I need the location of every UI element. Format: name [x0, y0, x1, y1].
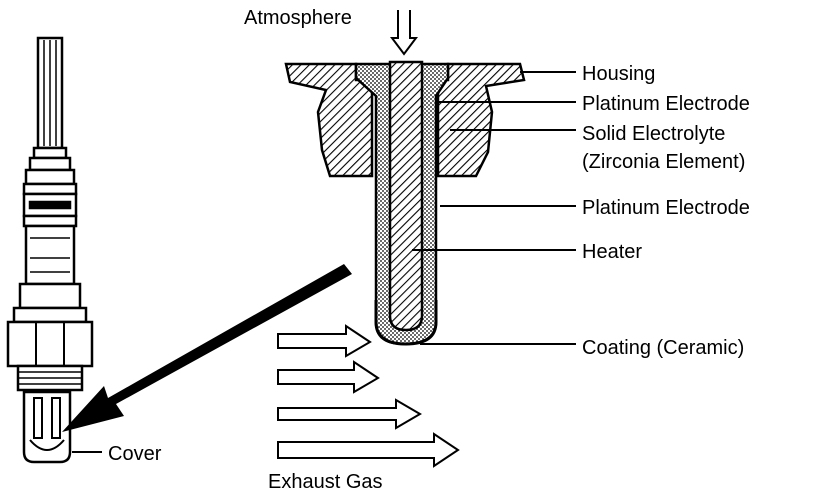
sensor-cover — [22, 390, 72, 464]
heater-label: Heater — [582, 241, 642, 263]
exhaust-gas-arrows — [277, 324, 460, 468]
exhaust-arrow-2 — [277, 360, 380, 394]
exhaust-gas-label: Exhaust Gas — [268, 471, 383, 493]
exhaust-arrow-4 — [277, 432, 460, 468]
solid-electrolyte-label: Solid Electrolyte — [582, 123, 725, 145]
housing-label: Housing — [582, 63, 655, 85]
exhaust-arrow-3 — [277, 398, 422, 430]
platinum-electrode-1-label: Platinum Electrode — [582, 93, 750, 115]
oxygen-sensor-body — [6, 36, 94, 464]
platinum-electrode-2-label: Platinum Electrode — [582, 197, 750, 219]
zirconia-element-label: (Zirconia Element) — [582, 151, 745, 173]
cover-label: Cover — [108, 443, 162, 465]
callout-arrow — [62, 264, 352, 432]
atmosphere-label: Atmosphere — [244, 7, 352, 29]
coating-label: Coating (Ceramic) — [582, 337, 744, 359]
atmosphere-arrow — [390, 10, 418, 56]
exhaust-arrow-1 — [277, 324, 372, 358]
sensor-cross-section — [284, 60, 526, 346]
heater-core — [388, 60, 424, 332]
